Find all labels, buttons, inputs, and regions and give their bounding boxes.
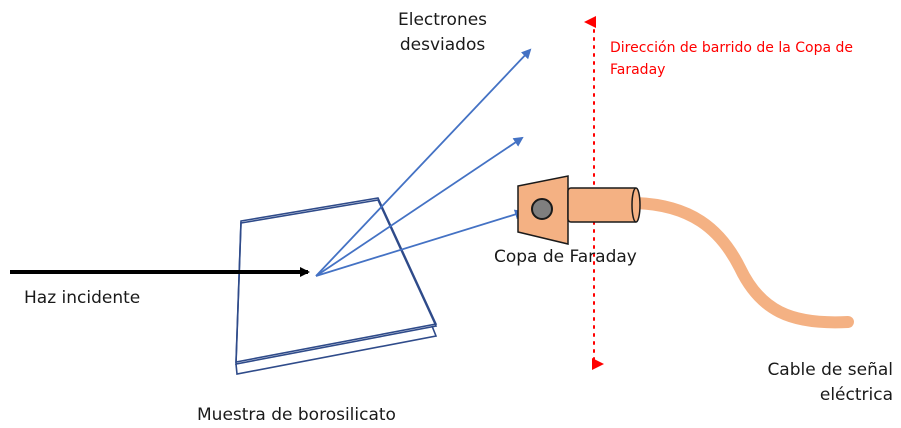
deflected-electrons-label: Electrones desviados (398, 8, 487, 57)
scan-direction-line1: Dirección de barrido de la Copa de (610, 40, 854, 56)
sample-plate-front (235, 197, 438, 363)
signal-cable-label: Cable de señal eléctrica (767, 358, 893, 407)
signal-cable (630, 197, 854, 329)
faraday-cup (517, 175, 641, 245)
deflected-electrons-line1: Electrones (398, 10, 488, 30)
faraday-cup-body (567, 187, 639, 223)
incident-beam-label: Haz incidente (24, 288, 141, 308)
faraday-cup-end (631, 187, 641, 223)
sample-label: Muestra de borosilicato (197, 405, 396, 425)
scattered-arrow-upper (315, 48, 532, 277)
signal-cable-line2: eléctrica (819, 384, 893, 405)
scan-direction-line2: Faraday (610, 61, 666, 78)
scattered-arrow-middle (315, 136, 524, 277)
scattered-electrons (315, 48, 532, 277)
faraday-cup-label: Copa de Faraday (494, 247, 637, 267)
deflected-electrons-line2: desviados (399, 34, 486, 55)
sample-plate-edge (235, 325, 438, 375)
faraday-cup-aperture (531, 198, 553, 220)
scattered-arrow-lower (315, 209, 525, 277)
signal-cable-line1: Cable de señal (767, 360, 893, 380)
borosilicate-sample (235, 197, 438, 375)
scan-direction-label: Dirección de barrido de la Copa de Farad… (610, 38, 853, 81)
sample-plate-back (235, 199, 438, 365)
